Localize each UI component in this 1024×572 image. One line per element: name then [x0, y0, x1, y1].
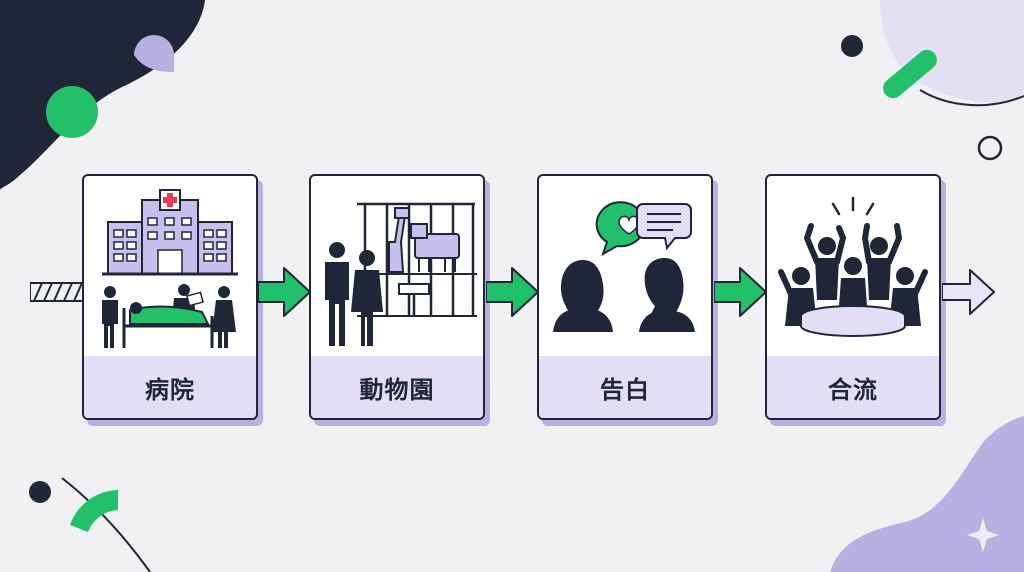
- flow-arrow-2: [486, 267, 539, 317]
- step-label: 合流: [767, 356, 939, 418]
- bottom-left-curve: [61, 477, 151, 572]
- flow-arrow-1: [258, 267, 311, 317]
- bottom-left-green-arc: [70, 490, 118, 532]
- flow-arrow-end: [942, 269, 995, 315]
- confession-icon: [553, 201, 695, 332]
- step-card-hospital: 病院: [82, 174, 258, 420]
- hospital-icon: [102, 189, 238, 348]
- top-right-green-pill: [883, 49, 937, 99]
- step-card-zoo: 動物園: [309, 174, 485, 420]
- step-label: 告白: [539, 356, 711, 418]
- top-left-navy-blob: [0, 0, 205, 190]
- step-label: 動物園: [311, 356, 483, 418]
- top-left-green-dot: [46, 86, 98, 138]
- step-card-confession: 告白: [537, 174, 713, 420]
- flow-arrow-3: [714, 267, 767, 317]
- bottom-left-navy-dot: [29, 481, 51, 503]
- top-left-lavender-drop: [133, 34, 175, 72]
- step-label: 病院: [84, 356, 256, 418]
- bottom-right-sparkle-icon: [967, 518, 999, 552]
- top-right-ring: [977, 135, 1003, 161]
- zoo-icon: [325, 202, 477, 346]
- reunion-icon: [778, 196, 928, 337]
- step-card-reunion: 合流: [765, 174, 941, 420]
- start-hatch-bar: [30, 282, 86, 302]
- top-right-arc: [919, 89, 1024, 107]
- bottom-right-lavender-blob: [830, 416, 1024, 572]
- top-right-navy-dot: [841, 35, 863, 57]
